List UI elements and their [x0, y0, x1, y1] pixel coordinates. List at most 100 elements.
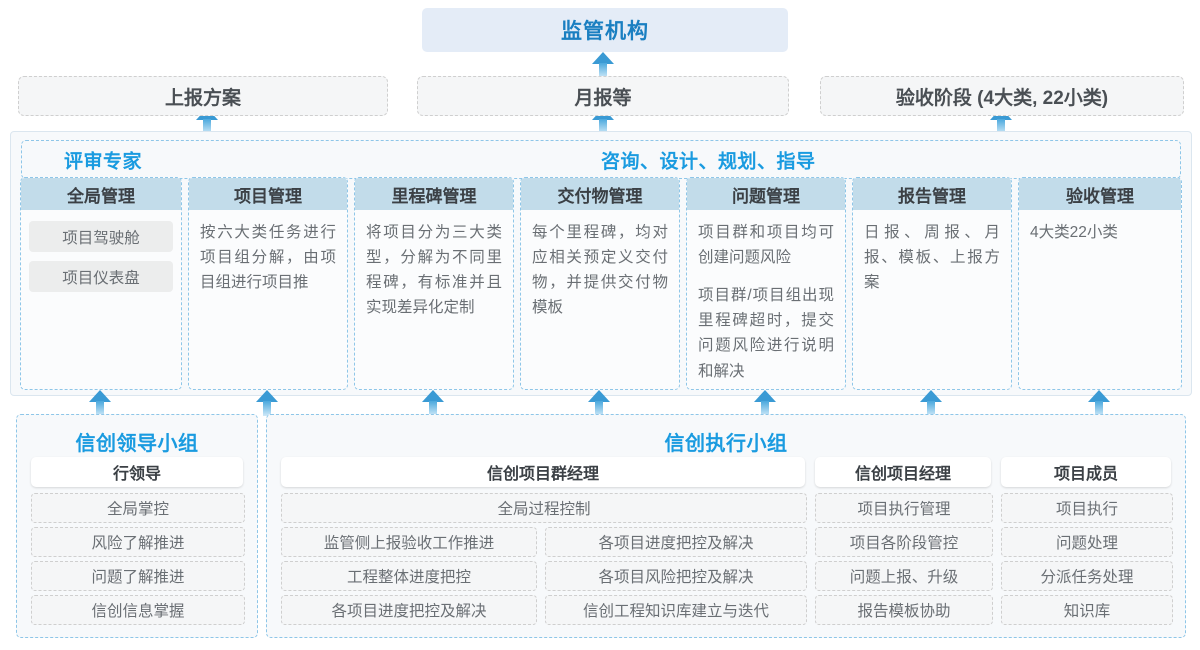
list-item[interactable]: 工程整体进度把控 [281, 561, 537, 591]
exec-group-title: 信创执行小组 [664, 433, 788, 455]
leader-group-box: 信创领导小组 行领导 全局掌控 风险了解推进 问题了解推进 信创信息掌握 [16, 414, 258, 638]
list-item[interactable]: 信创信息掌握 [31, 595, 245, 625]
card-milestone-management[interactable]: 里程碑管理 将项目分为三大类型，分解为不同里程碑，有标准并且实现差异化定制 [354, 177, 514, 390]
arrow-up-card-4 [754, 390, 776, 416]
card-body: 4大类22小类 [1019, 210, 1181, 245]
card-title: 验收管理 [1019, 178, 1181, 210]
report-box-acceptance-stage: 验收阶段 (4大类, 22小类) [820, 76, 1184, 116]
card-paragraph: 4大类22小类 [1030, 224, 1118, 241]
item-label: 项目各阶段管控 [849, 535, 959, 552]
item-label: 分派任务处理 [1040, 569, 1134, 586]
report-box-submission-plan: 上报方案 [18, 76, 388, 116]
pill-item[interactable]: 项目仪表盘 [29, 261, 173, 292]
arrow-up-card-1 [256, 390, 278, 416]
arrow-head-icon [920, 390, 942, 402]
arrow-shaft [203, 119, 211, 134]
card-global-management[interactable]: 全局管理 项目驾驶舱 项目仪表盘 [20, 177, 182, 390]
card-paragraph: 按六大类任务进行项目组分解，由项目组进行项目推 [200, 224, 336, 292]
arrow-shaft [263, 401, 271, 416]
arrow-up-card-3 [588, 390, 610, 416]
card-body: 将项目分为三大类型，分解为不同里程碑，有标准并且实现差异化定制 [355, 210, 513, 320]
card-paragraph: 日报、周报、月报、模板、上报方案 [864, 224, 1000, 292]
role-header-project-member[interactable]: 项目成员 [1001, 457, 1171, 487]
arrow-shaft [595, 401, 603, 416]
card-acceptance-management[interactable]: 验收管理 4大类22小类 [1018, 177, 1182, 390]
item-label: 报告模板协助 [857, 603, 951, 620]
arrow-shaft [599, 119, 607, 134]
card-body: 按六大类任务进行项目组分解，由项目组进行项目推 [189, 210, 347, 295]
item-label: 监管侧上报验收工作推进 [323, 535, 495, 552]
list-item[interactable]: 全局掌控 [31, 493, 245, 523]
card-pill-list: 项目驾驶舱 项目仪表盘 [21, 210, 181, 292]
list-item[interactable]: 各项目进度把控及解决 [281, 595, 537, 625]
report-box-monthly: 月报等 [417, 76, 789, 116]
item-label: 工程整体进度把控 [346, 569, 471, 586]
card-paragraph: 项目群/项目组出现里程碑超时，提交问题风险进行说明和解决 [698, 287, 834, 380]
item-label: 各项目进度把控及解决 [331, 603, 487, 620]
list-item[interactable]: 各项目风险把控及解决 [545, 561, 807, 591]
list-item[interactable]: 问题处理 [1001, 527, 1173, 557]
role-header-program-manager[interactable]: 信创项目群经理 [281, 457, 805, 487]
arrow-shaft [1095, 401, 1103, 416]
arrow-up-to-regulator [592, 52, 614, 78]
item-label: 问题了解推进 [91, 569, 185, 586]
report-label: 验收阶段 (4大类, 22小类) [895, 87, 1109, 109]
list-item[interactable]: 风险了解推进 [31, 527, 245, 557]
arrow-head-icon [1088, 390, 1110, 402]
card-title: 全局管理 [21, 178, 181, 210]
item-label: 问题处理 [1055, 535, 1118, 552]
guidance-label: 咨询、设计、规划、指导 [601, 151, 816, 172]
list-item[interactable]: 知识库 [1001, 595, 1173, 625]
arrow-shaft [96, 401, 104, 416]
card-paragraph: 每个里程碑，均对应相关预定义交付物，并提供交付物模板 [532, 224, 668, 317]
card-report-management[interactable]: 报告管理 日报、周报、月报、模板、上报方案 [852, 177, 1012, 390]
list-item[interactable]: 项目各阶段管控 [815, 527, 993, 557]
report-label: 月报等 [574, 87, 632, 109]
item-label: 知识库 [1063, 603, 1111, 620]
list-item[interactable]: 项目执行 [1001, 493, 1173, 523]
arrow-head-icon [592, 52, 614, 64]
card-title: 交付物管理 [521, 178, 679, 210]
role-header-bank-leader[interactable]: 行领导 [31, 457, 243, 487]
arrow-shaft [599, 63, 607, 78]
pill-item[interactable]: 项目驾驶舱 [29, 221, 173, 252]
list-item[interactable]: 问题上报、升级 [815, 561, 993, 591]
list-item[interactable]: 监管侧上报验收工作推进 [281, 527, 537, 557]
item-label: 各项目风险把控及解决 [598, 569, 754, 586]
item-label: 问题上报、升级 [849, 569, 959, 586]
arrow-up-card-6 [1088, 390, 1110, 416]
list-item[interactable]: 项目执行管理 [815, 493, 993, 523]
card-title: 里程碑管理 [355, 178, 513, 210]
item-label: 全局掌控 [106, 501, 169, 518]
arrow-shaft [761, 401, 769, 416]
arrow-up-card-0 [89, 390, 111, 416]
list-item[interactable]: 信创工程知识库建立与迭代 [545, 595, 807, 625]
role-label: 项目成员 [1053, 466, 1118, 483]
card-project-management[interactable]: 项目管理 按六大类任务进行项目组分解，由项目组进行项目推 [188, 177, 348, 390]
arrow-head-icon [89, 390, 111, 402]
item-label: 全局过程控制 [497, 501, 591, 518]
regulator-label: 监管机构 [561, 20, 649, 43]
item-label: 信创工程知识库建立与迭代 [582, 603, 769, 620]
card-title: 报告管理 [853, 178, 1011, 210]
arrow-up-card-2 [422, 390, 444, 416]
item-label: 项目执行 [1055, 501, 1118, 518]
card-body: 每个里程碑，均对应相关预定义交付物，并提供交付物模板 [521, 210, 679, 320]
item-label: 风险了解推进 [91, 535, 185, 552]
consulting-band-header: 评审专家 咨询、设计、规划、指导 [21, 140, 1181, 179]
list-item[interactable]: 各项目进度把控及解决 [545, 527, 807, 557]
role-header-project-manager[interactable]: 信创项目经理 [815, 457, 991, 487]
item-label: 各项目进度把控及解决 [598, 535, 754, 552]
card-deliverable-management[interactable]: 交付物管理 每个里程碑，均对应相关预定义交付物，并提供交付物模板 [520, 177, 680, 390]
card-issue-management[interactable]: 问题管理 项目群和项目均可创建问题风险 项目群/项目组出现里程碑超时，提交问题风… [686, 177, 846, 390]
list-item[interactable]: 报告模板协助 [815, 595, 993, 625]
list-item[interactable]: 分派任务处理 [1001, 561, 1173, 591]
card-paragraph: 将项目分为三大类型，分解为不同里程碑，有标准并且实现差异化定制 [366, 224, 502, 317]
review-expert-label: 评审专家 [64, 151, 143, 172]
card-body: 项目群和项目均可创建问题风险 项目群/项目组出现里程碑超时，提交问题风险进行说明… [687, 210, 845, 384]
list-item[interactable]: 问题了解推进 [31, 561, 245, 591]
arrow-head-icon [256, 390, 278, 402]
exec-group-box: 信创执行小组 信创项目群经理 全局过程控制 监管侧上报验收工作推进 工程整体进度… [266, 414, 1186, 638]
item-label: 信创信息掌握 [91, 603, 185, 620]
list-item[interactable]: 全局过程控制 [281, 493, 807, 523]
